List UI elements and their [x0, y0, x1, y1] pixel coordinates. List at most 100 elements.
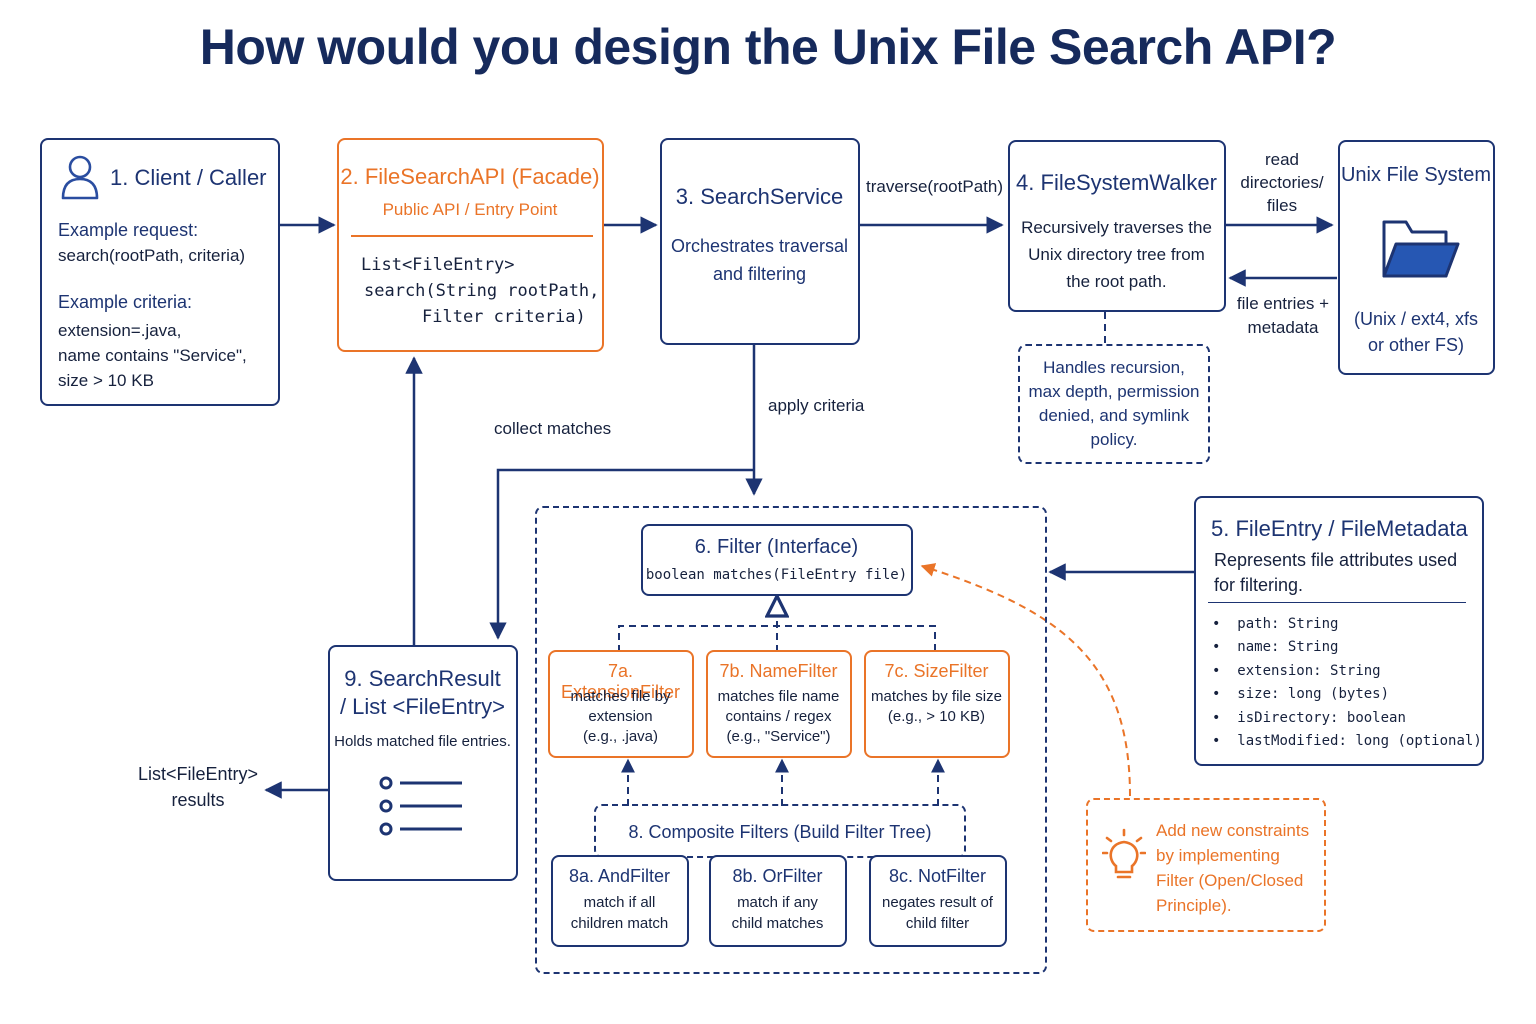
client-criteria-line: extension=.java, [58, 321, 182, 340]
not-filter-box[interactable]: 8c. NotFilter negates result of child fi… [869, 855, 1007, 947]
entries-label: file entries + metadata [1226, 292, 1340, 340]
fileentry-field: • name: String [1212, 639, 1339, 656]
result-heading-line: / List <FileEntry> [339, 694, 506, 719]
impl-desc-line: contains / regex [725, 708, 832, 725]
composite-item-line: match if all [583, 894, 656, 911]
tip-box: Add new constraints by implementing Filt… [1086, 798, 1326, 932]
page-title: How would you design the Unix File Searc… [199, 19, 1337, 75]
facade-code-line: Filter criteria) [422, 307, 586, 327]
service-desc-line: Orchestrates traversal [670, 236, 849, 256]
fileentry-fields: • path: String • name: String • extensio… [1212, 613, 1482, 753]
edge-collect-matches [489, 468, 754, 640]
read-label-line: read [1264, 150, 1300, 169]
output-label: List<FileEntry> results [118, 761, 278, 813]
impl-desc-line: matches file by [570, 688, 671, 705]
read-label: read directories/ files [1226, 148, 1338, 217]
and-filter-box[interactable]: 8a. AndFilter match if all children matc… [551, 855, 689, 947]
filesystem-box[interactable]: Unix File System (Unix / ext4, xfs or ot… [1338, 140, 1495, 375]
impl-desc-line: (e.g., "Service") [726, 728, 831, 745]
impl-desc-line: extension [588, 708, 653, 725]
impl-desc: matches by file size (e.g., > 10 KB) [866, 687, 1007, 727]
composite-item-heading: 8c. NotFilter [888, 866, 987, 886]
result-heading: 9. SearchResult / List <FileEntry> [330, 665, 515, 721]
filter-interface-box[interactable]: 6. Filter (Interface) boolean matches(Fi… [641, 524, 913, 596]
entries-label-line: metadata [1247, 318, 1319, 337]
output-label-line: results [171, 790, 225, 810]
composite-item-desc: negates result of child filter [871, 892, 1004, 934]
impl-heading: 7a. ExtensionFilter [560, 661, 681, 702]
composite-item-line: negates result of [882, 894, 993, 911]
tip-line: Filter (Open/Closed [1156, 871, 1304, 890]
walker-note-line: max depth, permission [1028, 382, 1200, 401]
filesystem-heading: Unix File System [1340, 164, 1492, 186]
fileentry-desc-line: Represents file attributes used [1214, 550, 1458, 570]
tip-line: Add new constraints [1156, 821, 1310, 840]
composite-item-line: child matches [731, 915, 824, 932]
result-heading-line: 9. SearchResult [344, 666, 501, 691]
traverse-label: traverse(rootPath) [866, 177, 1003, 196]
filter-heading: 6. Filter (Interface) [694, 536, 859, 558]
size-filter-box[interactable]: 7c. SizeFilter matches by file size (e.g… [864, 650, 1010, 758]
walker-desc: Recursively traverses the Unix directory… [1010, 214, 1223, 295]
composite-item-desc: match if all children match [553, 892, 686, 934]
read-label-line: directories/ [1240, 173, 1324, 192]
walker-note-line: policy. [1090, 430, 1138, 449]
fileentry-field: • size: long (bytes) [1212, 686, 1390, 703]
tip-text: Add new constraints by implementing Filt… [1156, 818, 1309, 918]
apply-criteria-label: apply criteria [768, 396, 865, 415]
result-box[interactable]: 9. SearchResult / List <FileEntry> Holds… [328, 645, 518, 881]
filesystem-desc-line: or other FS) [1367, 335, 1465, 355]
facade-subheading: Public API / Entry Point [382, 200, 558, 219]
fileentry-heading: 5. FileEntry / FileMetadata [1211, 516, 1468, 541]
read-label-line: files [1266, 196, 1298, 215]
result-desc: Holds matched file entries. [334, 733, 511, 750]
extension-filter-box[interactable]: 7a. ExtensionFilter matches file by exte… [548, 650, 694, 758]
tip-line: by implementing [1156, 846, 1280, 865]
client-box[interactable]: 1. Client / Caller Example request: sear… [40, 138, 280, 406]
client-request-label: Example request: [58, 220, 199, 240]
composite-item-desc: match if any child matches [711, 892, 844, 934]
service-desc-line: and filtering [712, 264, 807, 284]
facade-code-line: List<FileEntry> [361, 255, 515, 275]
edge-tip-interface [920, 563, 1131, 797]
impl-desc-line: (e.g., .java) [582, 728, 659, 745]
client-heading: 1. Client / Caller [110, 165, 267, 190]
walker-note-line: Handles recursion, [1043, 358, 1185, 377]
walker-box[interactable]: 4. FileSystemWalker Recursively traverse… [1008, 140, 1226, 312]
client-criteria-line: size > 10 KB [58, 371, 154, 390]
composite-group: 8. Composite Filters (Build Filter Tree) [594, 804, 966, 858]
walker-desc-line: Recursively traverses the [1021, 218, 1212, 237]
impl-desc: matches file by extension (e.g., .java) [550, 687, 691, 747]
facade-divider [351, 235, 593, 237]
or-filter-box[interactable]: 8b. OrFilter match if any child matches [709, 855, 847, 947]
impl-heading: 7b. NameFilter [719, 661, 838, 681]
client-criteria-label: Example criteria: [58, 292, 193, 312]
client-criteria-list: extension=.java, name contains "Service"… [58, 318, 247, 393]
composite-heading: 8. Composite Filters (Build Filter Tree) [628, 822, 932, 842]
impl-desc-line: matches file name [717, 688, 840, 705]
edge-impl-branches [618, 625, 936, 652]
facade-heading: 2. FileSearchAPI (Facade) [340, 164, 600, 189]
filter-group [535, 506, 1047, 974]
composite-item-line: match if any [737, 894, 818, 911]
folder-icon [1382, 220, 1460, 278]
fileentry-desc: Represents file attributes used for filt… [1214, 548, 1457, 598]
name-filter-box[interactable]: 7b. NameFilter matches file name contain… [706, 650, 852, 758]
collect-matches-label: collect matches [494, 419, 612, 438]
walker-note: Handles recursion, max depth, permission… [1018, 344, 1210, 464]
impl-desc-line: matches by file size [871, 688, 1002, 705]
fileentry-field: • lastModified: long (optional) [1212, 733, 1482, 750]
output-label-line: List<FileEntry> [137, 764, 259, 784]
fileentry-divider [1208, 602, 1466, 603]
fileentry-field: • path: String [1212, 616, 1339, 632]
entries-label-line: file entries + [1236, 294, 1330, 313]
fileentry-box[interactable]: 5. FileEntry / FileMetadata Represents f… [1194, 496, 1484, 766]
client-request-code: search(rootPath, criteria) [58, 246, 246, 265]
lightbulb-icon [1102, 828, 1146, 879]
facade-box[interactable]: 2. FileSearchAPI (Facade) Public API / E… [337, 138, 604, 352]
filesystem-desc: (Unix / ext4, xfs or other FS) [1340, 306, 1492, 358]
fileentry-desc-line: for filtering. [1214, 575, 1304, 595]
fileentry-field: • extension: String [1212, 662, 1381, 679]
service-box[interactable]: 3. SearchService Orchestrates traversal … [660, 138, 860, 345]
service-desc: Orchestrates traversal and filtering [662, 232, 857, 288]
